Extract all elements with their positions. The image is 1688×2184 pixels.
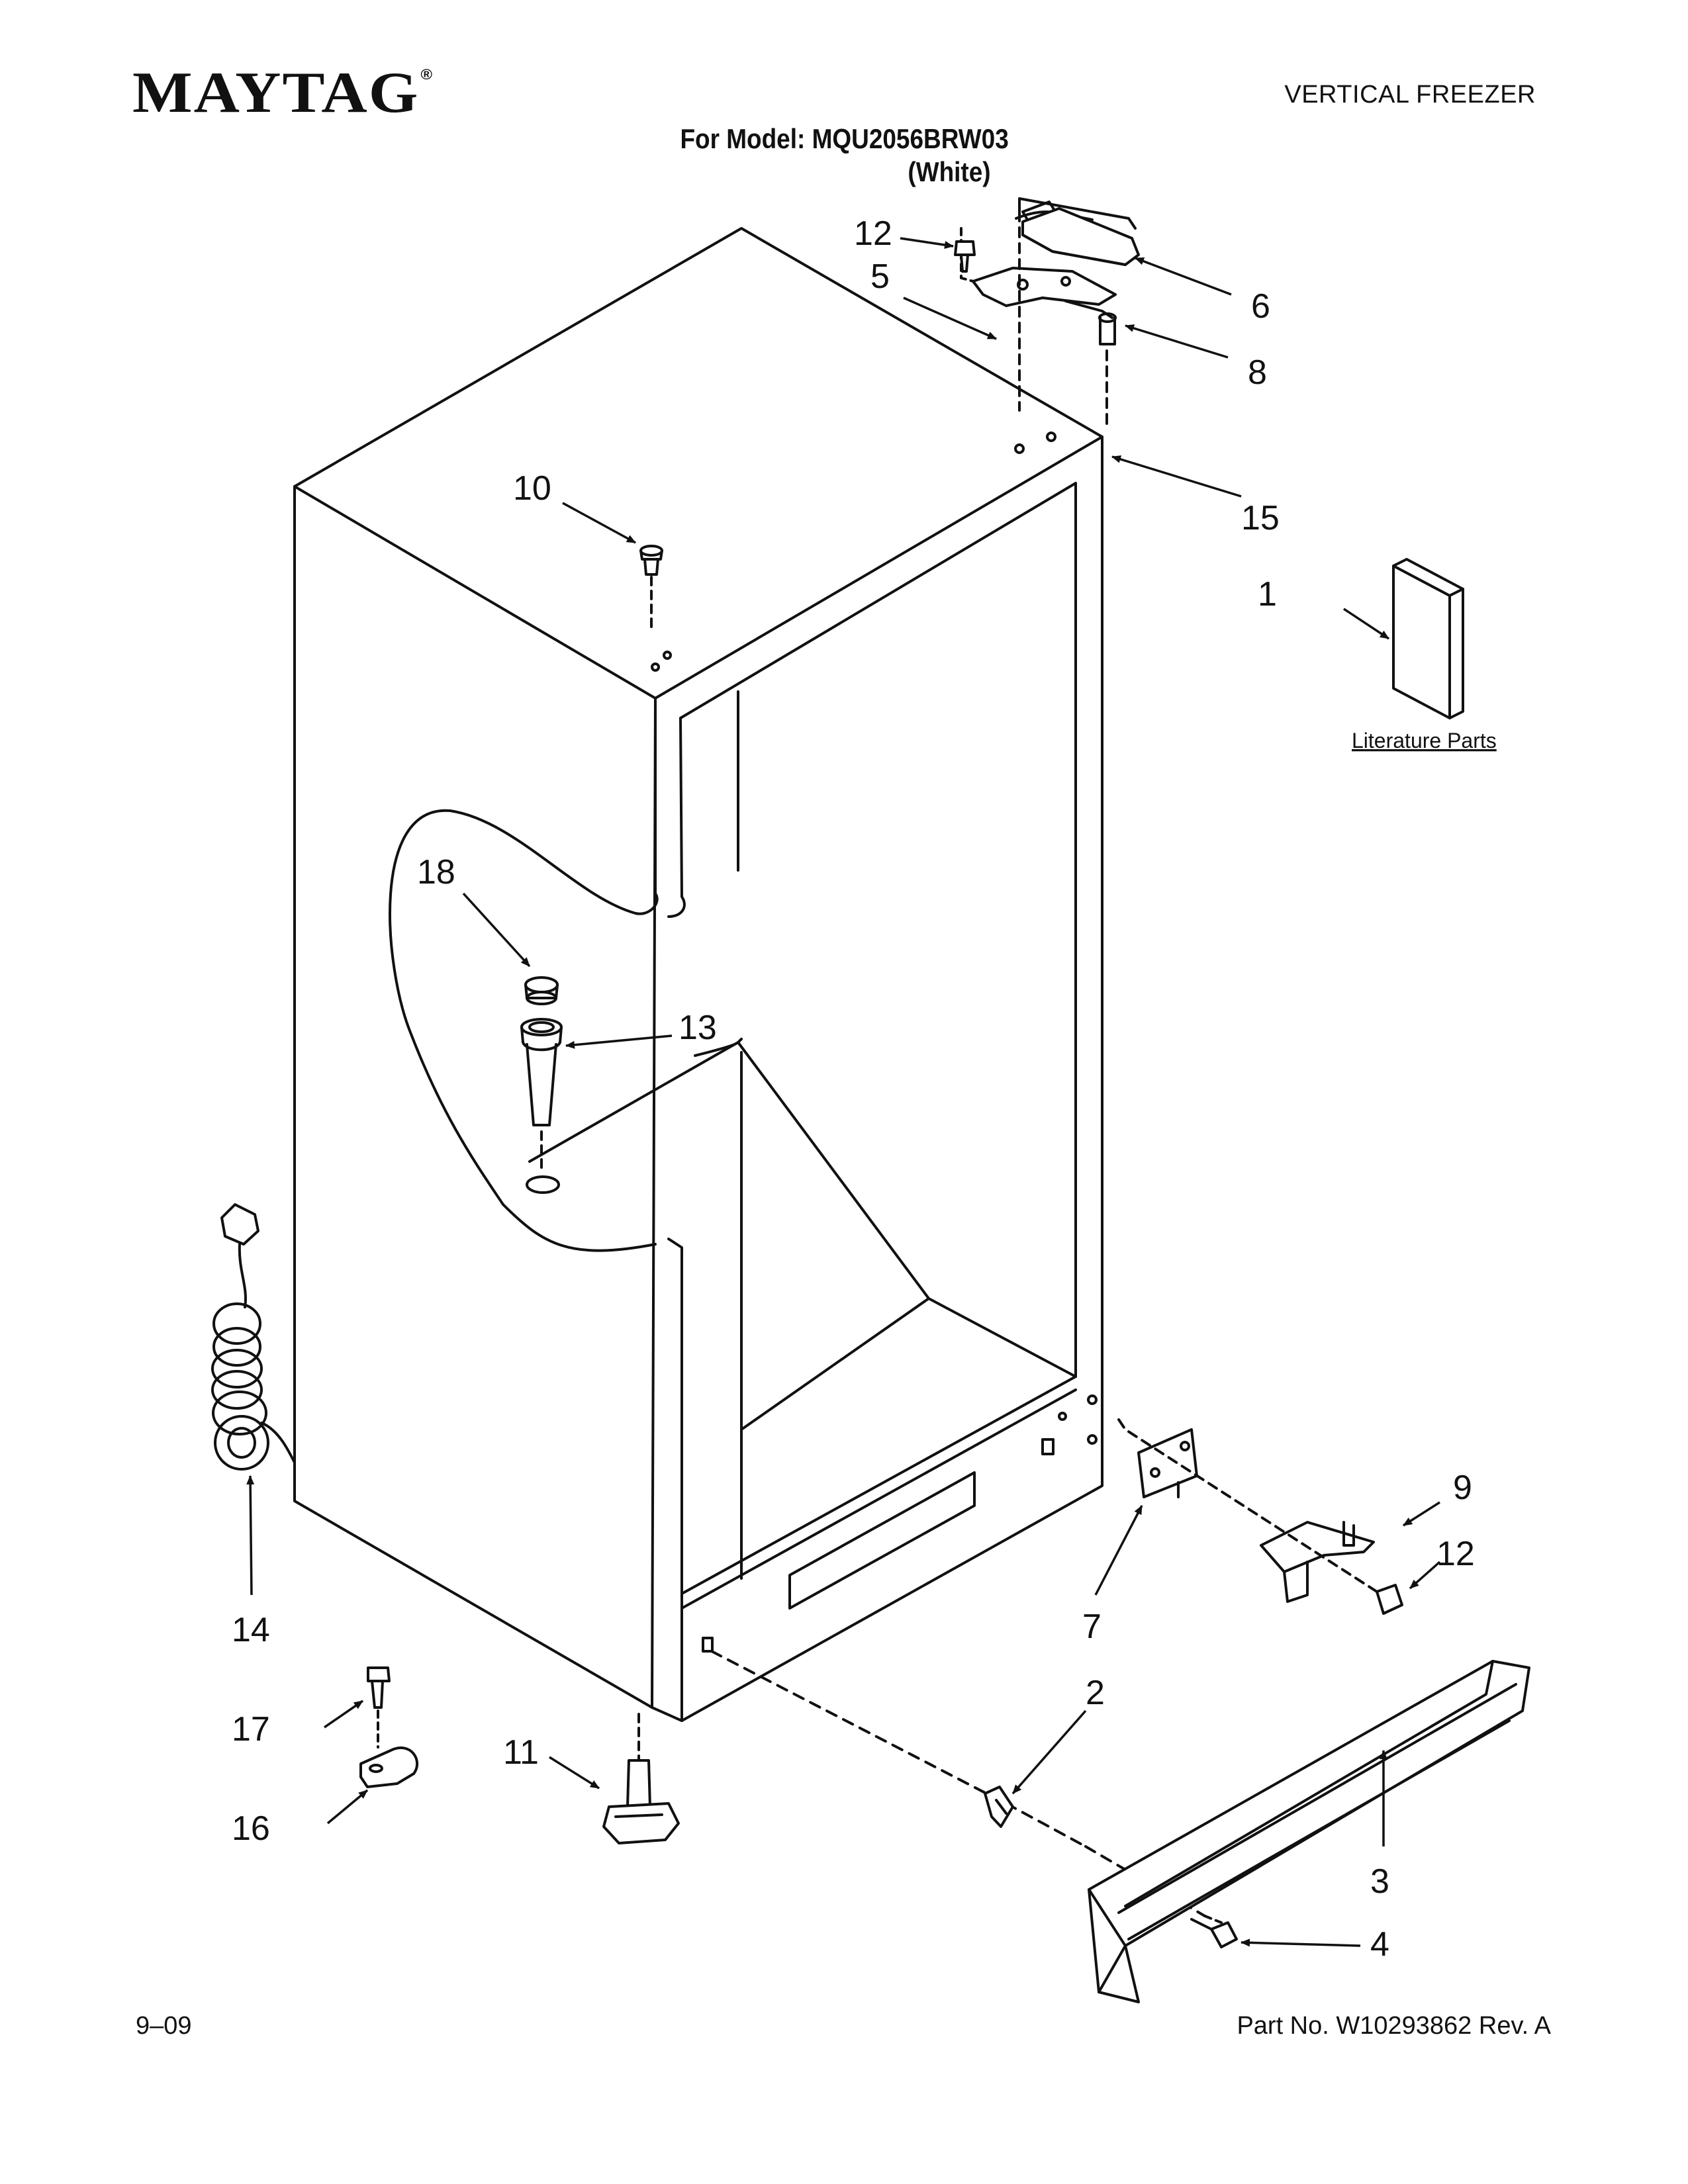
screw-and-clamp (359, 1666, 418, 1788)
leveling-leg (602, 1713, 680, 1844)
brand-name: MAYTAG (132, 59, 420, 125)
footer-date: 9–09 (136, 2012, 192, 2040)
callout-15: 15 (1241, 499, 1280, 537)
callout-1: 1 (1258, 575, 1277, 614)
callout-16: 16 (232, 1809, 270, 1848)
callout-11: 11 (503, 1733, 539, 1772)
callout-18: 18 (417, 853, 455, 891)
callout-5: 5 (870, 257, 890, 296)
model-line: For Model: MQU2056BRW03 (680, 123, 1009, 154)
literature-booklet (1392, 558, 1464, 719)
plug-part-10 (639, 545, 663, 633)
registered-mark: ® (420, 66, 434, 83)
footer-part-number: Part No. W10293862 Rev. A (1237, 2012, 1551, 2040)
callout-12-bottom: 12 (1436, 1535, 1475, 1573)
color-line: (White) (908, 156, 991, 187)
callout-10: 10 (513, 469, 551, 508)
bottom-hinge-assembly (1117, 1418, 1403, 1615)
callout-2: 2 (1086, 1674, 1105, 1712)
power-cord (211, 1203, 296, 1471)
callout-8: 8 (1248, 353, 1267, 392)
callout-3: 3 (1370, 1862, 1389, 1901)
clip-part-2 (984, 1786, 1014, 1828)
callout-4: 4 (1370, 1925, 1389, 1964)
document-type: VERTICAL FREEZER (1284, 81, 1536, 109)
callout-17: 17 (232, 1710, 270, 1749)
brand-logo: MAYTAG® (132, 58, 434, 126)
callout-labels: 12 5 6 8 15 1 Literature Parts 10 18 13 … (232, 214, 1497, 1964)
hinge-cover (1021, 207, 1140, 266)
callout-14: 14 (232, 1611, 270, 1649)
cabinet-shell (293, 227, 1103, 1722)
base-grille (1088, 1660, 1530, 2003)
leader-arrows (246, 237, 1441, 1947)
callout-9: 9 (1453, 1469, 1472, 1507)
callout-12-top: 12 (854, 214, 892, 253)
callout-13: 13 (679, 1009, 717, 1047)
screw-part-4 (1190, 1915, 1238, 1948)
drain-plug-and-tube (520, 976, 563, 1173)
callout-6: 6 (1251, 287, 1270, 326)
model-heading: For Model: MQU2056BRW03 (White) (102, 122, 1587, 189)
literature-parts-label: Literature Parts (1352, 729, 1497, 752)
callout-7: 7 (1082, 1608, 1102, 1646)
